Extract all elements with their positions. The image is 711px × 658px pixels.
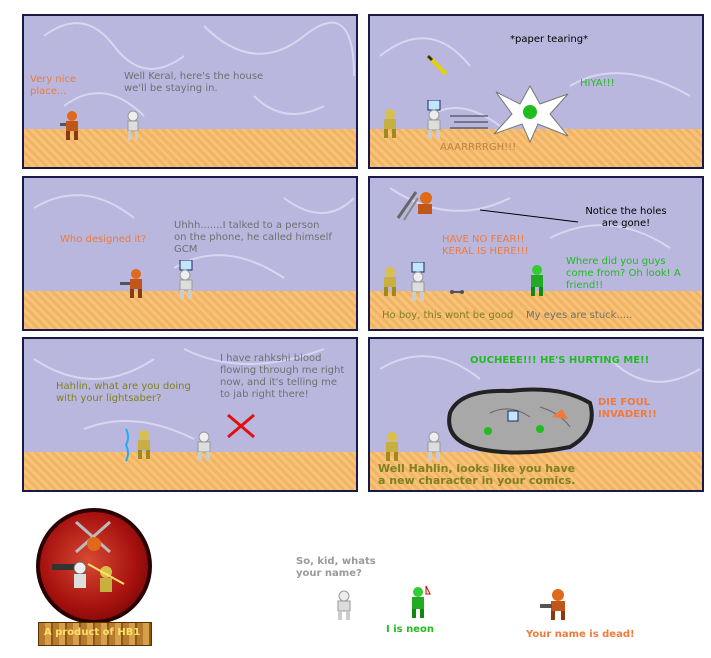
keral-speech: Who designed it? bbox=[60, 234, 147, 245]
logo-characters bbox=[52, 520, 125, 592]
narrator-speech: Uhhh.......I talked to a person on the p… bbox=[174, 220, 332, 255]
comic-panel-6: OUCHEEE!!! HE'S HURTING ME!! DIE FOUL IN… bbox=[368, 337, 704, 492]
comic-panel-4: Notice the holes are gone! HAVE NO FEAR!… bbox=[368, 176, 704, 331]
red-x-mark-icon bbox=[227, 413, 255, 439]
neon-speech: Where did you guys come from? Oh look! A… bbox=[566, 256, 681, 291]
neon-shout: HIYA!!! bbox=[580, 78, 615, 89]
sky-swirl-background bbox=[33, 348, 325, 440]
sky-swirl-background bbox=[43, 21, 355, 117]
logo-caption: A product of HB1 bbox=[44, 627, 141, 638]
sky-swirl-background bbox=[389, 187, 671, 249]
keral-figure bbox=[540, 589, 565, 620]
caption-text: Notice the holes are gone! bbox=[585, 206, 667, 229]
sand-ground bbox=[24, 452, 356, 490]
closing-question: So, kid, whats your name? bbox=[296, 556, 376, 579]
comic-panel-1: Very nice place... Well Keral, here's th… bbox=[22, 14, 358, 169]
hahlin-figure bbox=[386, 432, 398, 461]
keral-shout: DIE FOUL INVADER!! bbox=[598, 397, 657, 420]
scream-text: AAARRRRGH!!! bbox=[440, 142, 517, 153]
white-toa-figure bbox=[411, 262, 425, 301]
keral-figure bbox=[60, 111, 78, 140]
dog-bone-icon bbox=[450, 290, 464, 294]
white-toa-figure bbox=[179, 260, 193, 299]
sky-swirl-background bbox=[379, 355, 701, 383]
studio-logo-emblem bbox=[36, 508, 152, 624]
stone-rock-blob bbox=[447, 387, 594, 455]
white-toa-speech: My eyes are stuck..... bbox=[526, 310, 633, 321]
hahlin-reply: I have rahkshi blood flowing through me … bbox=[220, 353, 345, 400]
paper-tear-burst bbox=[493, 84, 569, 144]
narrator-speech: Well Keral, here's the house we'll be st… bbox=[124, 71, 264, 94]
hahlin-speech: Ho boy, this wont be good bbox=[382, 310, 514, 321]
hahlin-figure bbox=[384, 109, 396, 138]
keral-leaping-figure bbox=[396, 191, 432, 221]
sand-ground bbox=[370, 452, 702, 490]
sand-ground bbox=[370, 291, 702, 329]
logo-plank: A product of HB1 bbox=[38, 622, 152, 646]
neon-figure bbox=[531, 265, 543, 296]
comic-panel-5: Hahlin, what are you doing with your lig… bbox=[22, 337, 358, 492]
neon-scream: OUCHEEE!!! HE'S HURTING ME!! bbox=[470, 355, 650, 366]
white-toa-question: Hahlin, what are you doing with your lig… bbox=[56, 381, 191, 404]
neon-reply: I is neon bbox=[386, 624, 434, 635]
keral-speech: Very nice place... bbox=[30, 74, 77, 97]
keral-reply: Your name is dead! bbox=[526, 629, 635, 640]
falling-pencil-icon bbox=[426, 54, 448, 76]
comic-panel-2: *paper tearing* HIYA!!! AAARRRRGH!!! bbox=[368, 14, 704, 169]
speed-lines bbox=[450, 115, 488, 129]
white-toa-speech: Well Hahlin, looks like you have a new c… bbox=[378, 462, 576, 487]
hahlin-figure bbox=[384, 267, 396, 296]
white-toa-figure bbox=[127, 110, 139, 140]
neon-figure bbox=[412, 585, 431, 618]
white-toa-figure bbox=[197, 431, 211, 461]
white-toa-figure bbox=[427, 431, 441, 461]
pointer-line bbox=[480, 209, 579, 223]
white-toa-figure bbox=[337, 590, 351, 620]
sand-ground bbox=[24, 129, 356, 167]
sand-ground bbox=[370, 129, 702, 167]
hahlin-figure bbox=[124, 428, 150, 462]
keral-shout: HAVE NO FEAR!! KERAL IS HERE!!! bbox=[442, 234, 529, 257]
keral-figure bbox=[120, 269, 142, 298]
comic-panel-3: Who designed it? Uhhh.......I talked to … bbox=[22, 176, 358, 331]
white-toa-figure bbox=[427, 100, 441, 139]
sound-effect-caption: *paper tearing* bbox=[510, 34, 589, 45]
